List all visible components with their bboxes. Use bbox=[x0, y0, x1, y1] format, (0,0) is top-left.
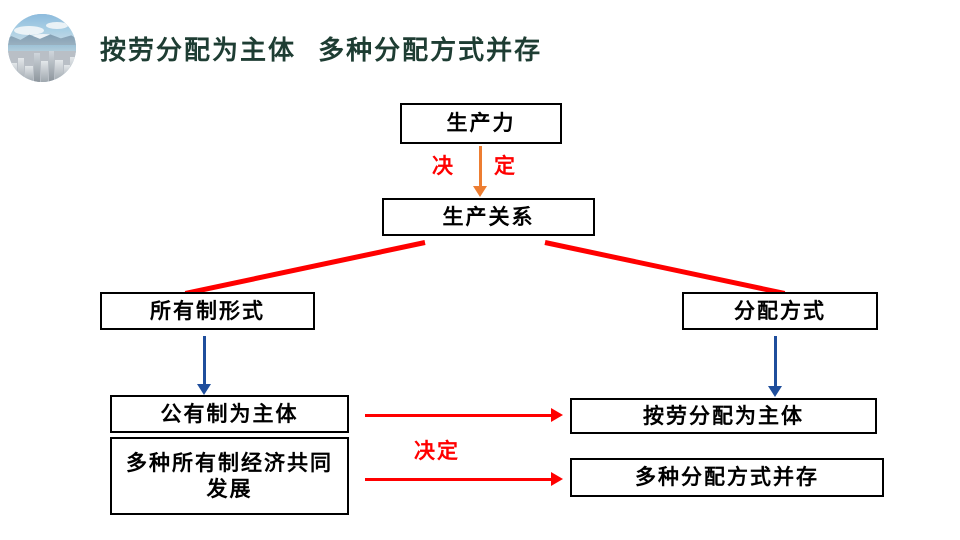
slide-title: 按劳分配为主体 多种分配方式并存 bbox=[100, 36, 543, 66]
arrow-head-ownership-down bbox=[197, 384, 211, 395]
node-public-ownership[interactable]: 公有制为主体 bbox=[110, 395, 349, 433]
node-multiple-distribution[interactable]: 多种分配方式并存 bbox=[570, 458, 884, 497]
photo-building bbox=[18, 57, 24, 82]
photo-building bbox=[10, 63, 17, 82]
city-skyline-photo bbox=[8, 14, 76, 82]
edge-label-determines-left: 决 bbox=[432, 153, 455, 178]
photo-building bbox=[55, 60, 63, 82]
node-distribution-form[interactable]: 分配方式 bbox=[682, 292, 878, 330]
edge-label-determines-bottom: 决定 bbox=[414, 438, 460, 463]
arrow-shaft-distribution-down bbox=[774, 336, 777, 388]
connector-relations-to-ownership bbox=[184, 240, 426, 296]
photo-cloud-icon bbox=[46, 22, 68, 29]
photo-building bbox=[41, 61, 48, 82]
photo-building bbox=[64, 64, 70, 82]
arrow-head-ownership-to-labor bbox=[551, 408, 563, 422]
arrow-head-determines-vertical bbox=[473, 186, 487, 197]
arrow-shaft-ownership-to-distribution bbox=[365, 478, 553, 481]
edge-label-determines-right: 定 bbox=[494, 153, 517, 178]
arrow-head-distribution-down bbox=[768, 386, 782, 397]
node-ownership-form[interactable]: 所有制形式 bbox=[100, 292, 315, 330]
photo-harbour bbox=[8, 45, 76, 54]
node-multiple-ownership[interactable]: 多种所有制经济共同发展 bbox=[110, 437, 349, 515]
arrow-shaft-ownership-down bbox=[203, 336, 206, 386]
photo-tower bbox=[34, 53, 40, 82]
photo-cityscape bbox=[8, 50, 76, 82]
photo-tower bbox=[49, 50, 54, 82]
node-productive-forces[interactable]: 生产力 bbox=[400, 103, 562, 144]
arrow-shaft-ownership-to-labor bbox=[365, 414, 553, 417]
connector-relations-to-distribution bbox=[544, 240, 786, 296]
photo-building bbox=[70, 57, 76, 82]
node-production-relations[interactable]: 生产关系 bbox=[382, 198, 595, 236]
arrow-shaft-determines-vertical bbox=[479, 146, 482, 188]
photo-building bbox=[25, 65, 33, 82]
arrow-head-ownership-to-distribution bbox=[551, 472, 563, 486]
photo-cloud-icon bbox=[14, 26, 44, 35]
node-distribution-by-labor[interactable]: 按劳分配为主体 bbox=[570, 398, 877, 434]
